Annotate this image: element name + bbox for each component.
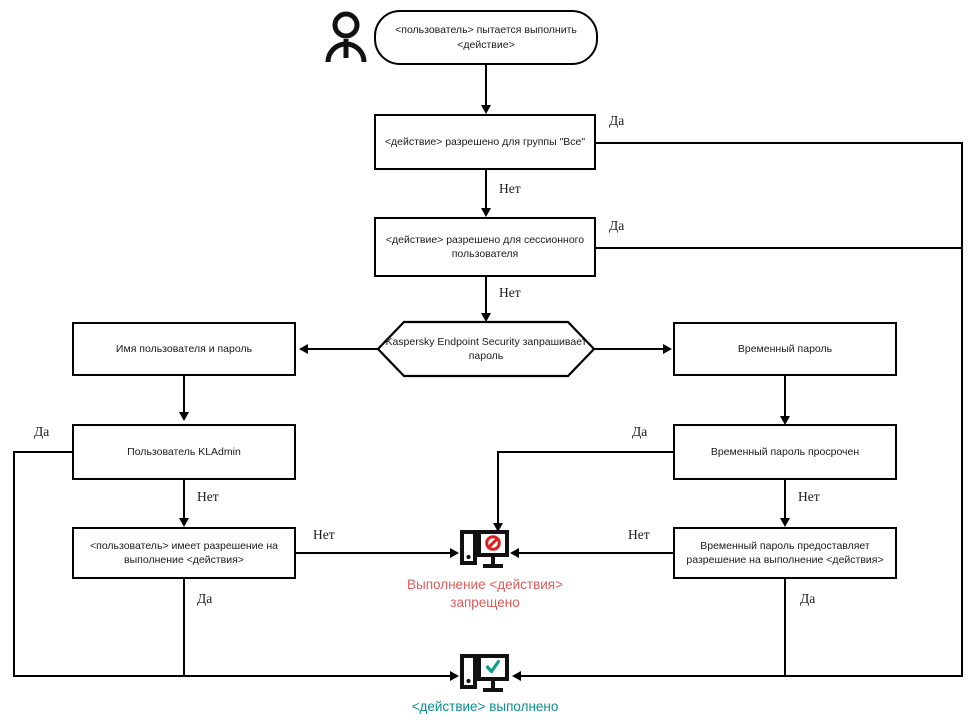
node-temp-password-expired: Временный пароль просрочен — [673, 424, 897, 480]
edge-label-session-no: Нет — [499, 285, 521, 300]
user-actor-icon — [322, 8, 370, 64]
edge-label-expired-yes: Да — [632, 424, 648, 439]
edge-session-no — [485, 277, 487, 317]
edge-label-everyone-yes: Да — [609, 113, 625, 128]
edge-label-permission-yes: Да — [197, 591, 213, 606]
arrowhead-start-to-everyone — [481, 105, 491, 114]
computer-denied-icon — [460, 528, 510, 576]
arrowhead-everyone-no — [481, 208, 491, 217]
edge-kladmin-no — [183, 480, 185, 522]
edge-permission-no — [296, 552, 451, 554]
node-kes-prompt-label: Kaspersky Endpoint Security запрашивает … — [385, 335, 587, 362]
arrowhead-username-to-kladmin — [179, 412, 189, 421]
node-user-has-permission-label: <пользователь> имеет разрешение на выпол… — [90, 539, 278, 566]
node-start: <пользователь> пытается выполнить <дейст… — [374, 10, 598, 65]
edge-expired-yes-down — [497, 451, 499, 527]
arrowhead-session-no — [481, 313, 491, 322]
edge-temp-to-expired — [784, 376, 786, 420]
node-allowed-session-user: <действие> разрешено для сессионного пол… — [374, 217, 596, 277]
arrowhead-permission-no — [450, 548, 459, 558]
edge-permission-yes — [183, 579, 185, 677]
node-allowed-everyone-label: <действие> разрешено для группы "Все" — [384, 135, 586, 148]
edge-label-expired-no: Нет — [798, 489, 820, 504]
edge-label-everyone-no: Нет — [499, 181, 521, 196]
edge-right-trunk — [961, 142, 963, 677]
node-username-password: Имя пользователя и пароль — [72, 322, 296, 376]
edge-everyone-no — [485, 170, 487, 212]
edge-label-kladmin-yes: Да — [34, 424, 50, 439]
node-temp-password: Временный пароль — [673, 322, 897, 376]
node-kladmin-user-label: Пользователь KLAdmin — [127, 445, 241, 458]
edge-label-grants-no: Нет — [628, 527, 650, 542]
computer-check-icon — [460, 652, 510, 700]
arrowhead-kes-to-username — [299, 344, 308, 354]
node-temp-password-grants: Временный пароль предоставляет разрешени… — [673, 527, 897, 579]
node-allowed-everyone: <действие> разрешено для группы "Все" — [374, 114, 596, 170]
node-username-password-label: Имя пользователя и пароль — [115, 342, 253, 355]
denied-outcome-caption: Выполнение <действия> запрещено — [407, 577, 563, 610]
arrowhead-bottom-left-to-success — [450, 671, 459, 681]
arrowhead-bottom-right-to-success — [512, 671, 521, 681]
node-allowed-session-user-label: <действие> разрешено для сессионного пол… — [385, 233, 585, 260]
arrowhead-kes-to-temp — [663, 344, 672, 354]
edge-expired-no — [784, 480, 786, 522]
edge-label-kladmin-no: Нет — [197, 489, 219, 504]
node-temp-password-grants-label: Временный пароль предоставляет разрешени… — [686, 539, 884, 566]
edge-kes-to-username — [308, 348, 378, 350]
edge-session-yes — [596, 247, 963, 249]
arrowhead-temp-to-expired — [780, 416, 790, 425]
arrowhead-expired-no — [780, 518, 790, 527]
edge-bottom-left-to-success — [13, 675, 453, 677]
node-kes-prompt: Kaspersky Endpoint Security запрашивает … — [376, 320, 596, 378]
edge-bottom-right-to-success — [520, 675, 963, 677]
node-user-has-permission: <пользователь> имеет разрешение на выпол… — [72, 527, 296, 579]
edge-everyone-yes — [596, 142, 963, 144]
success-outcome-caption: <действие> выполнено — [411, 699, 559, 714]
edge-grants-no — [518, 552, 675, 554]
edge-label-permission-no: Нет — [313, 527, 335, 542]
node-kladmin-user: Пользователь KLAdmin — [72, 424, 296, 480]
edge-username-to-kladmin — [183, 376, 185, 416]
edge-label-grants-yes: Да — [800, 591, 816, 606]
node-temp-password-label: Временный пароль — [737, 342, 833, 355]
edge-expired-yes — [497, 451, 674, 453]
edge-grants-yes — [784, 579, 786, 677]
edge-left-trunk — [13, 451, 15, 677]
arrowhead-kladmin-no — [179, 518, 189, 527]
edge-kes-to-temp — [594, 348, 664, 350]
edge-start-to-everyone — [485, 65, 487, 109]
arrowhead-expired-yes — [493, 523, 503, 532]
arrowhead-grants-no — [510, 548, 519, 558]
edge-kladmin-yes — [13, 451, 73, 453]
node-start-label: <пользователь> пытается выполнить <дейст… — [395, 23, 577, 51]
edge-label-session-yes: Да — [609, 218, 625, 233]
node-temp-password-expired-label: Временный пароль просрочен — [710, 445, 860, 458]
